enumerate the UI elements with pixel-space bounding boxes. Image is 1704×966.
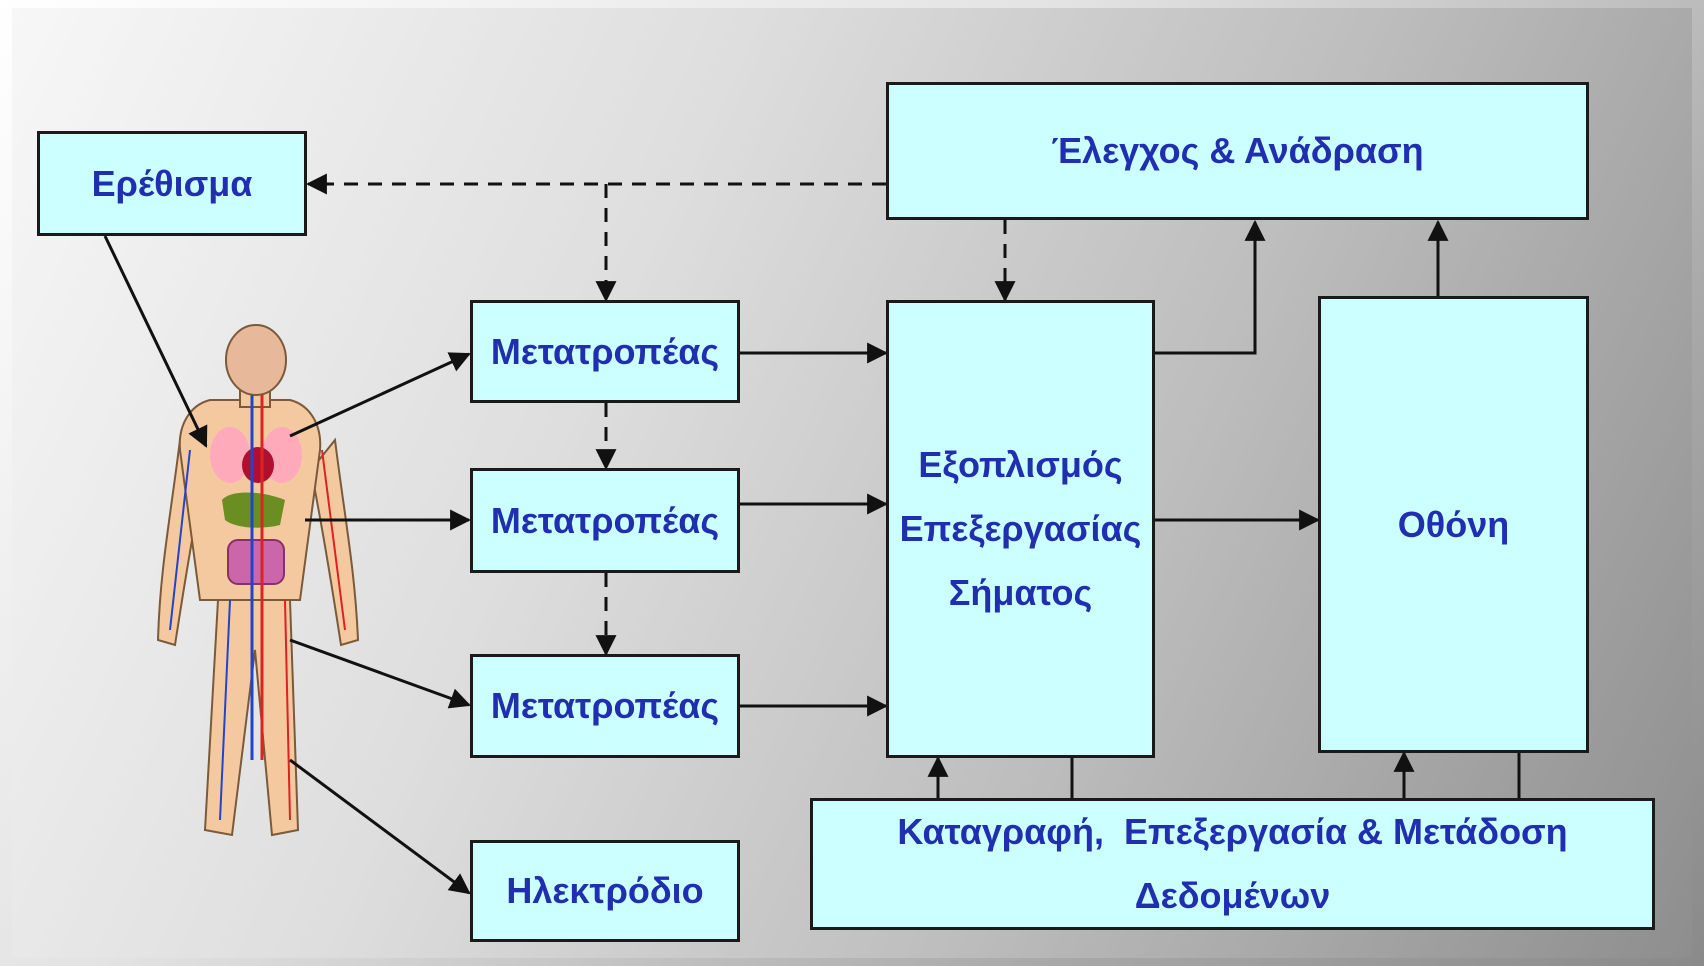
transducer-label-1: Μετατροπέας — [490, 330, 720, 372]
electrode-label: Ηλεκτρόδιο — [506, 870, 704, 911]
transducer-label-3: Μετατροπέας — [490, 685, 720, 726]
control-feedback-box: Έλεγχος & Ανάδραση — [886, 82, 1589, 220]
transducer-box-3: Μετατροπέας — [470, 654, 740, 758]
recording-line-1: Καταγραφή, Επεξεργασία & Μετάδοση — [897, 811, 1568, 852]
signal-processing-line-1: Εξοπλισμός — [918, 444, 1123, 485]
stimulus-label: Ερέθισμα — [91, 162, 253, 204]
signal-processing-line-3: Σήματος — [948, 572, 1093, 613]
recording-transmission-box: Καταγραφή, Επεξεργασία & Μετάδοση Δεδομέ… — [810, 798, 1655, 930]
signal-processing-line-2: Επεξεργασίας — [899, 508, 1142, 549]
electrode-box: Ηλεκτρόδιο — [470, 840, 740, 942]
control-feedback-label: Έλεγχος & Ανάδραση — [1051, 130, 1424, 171]
display-box: Οθόνη — [1318, 296, 1589, 753]
human-anatomy-icon — [156, 324, 360, 837]
display-label: Οθόνη — [1397, 503, 1510, 545]
stimulus-box: Ερέθισμα — [37, 131, 307, 236]
transducer-label-2: Μετατροπέας — [490, 499, 720, 541]
transducer-box-1: Μετατροπέας — [470, 300, 740, 403]
transducer-box-2: Μετατροπέας — [470, 468, 740, 573]
signal-processing-box: Εξοπλισμός Επεξεργασίας Σήματος — [886, 300, 1155, 758]
recording-line-2: Δεδομένων — [1134, 875, 1331, 916]
